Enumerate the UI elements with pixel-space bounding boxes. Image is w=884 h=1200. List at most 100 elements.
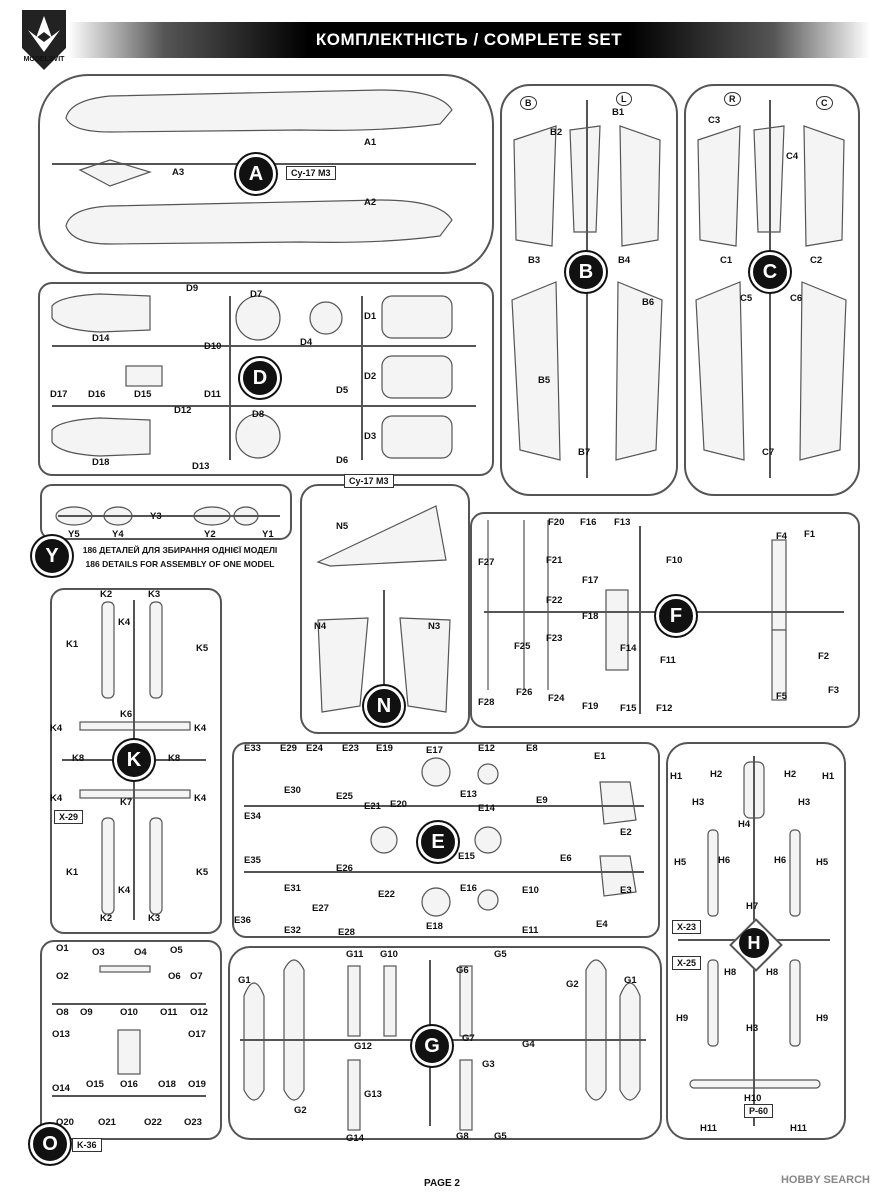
- part-label: H11: [790, 1123, 807, 1134]
- wing-part-c3: [697, 125, 741, 247]
- part-label: O21: [98, 1117, 116, 1128]
- sprue-o-k36-tag: K-36: [72, 1138, 102, 1152]
- part-label: O14: [52, 1083, 70, 1094]
- part-label: F17: [582, 575, 599, 586]
- part-label: F25: [514, 641, 531, 652]
- fuselage-part-a1: [65, 89, 453, 133]
- stab-part-n3: [399, 617, 451, 713]
- missile-part-h6-right: [789, 829, 801, 917]
- part-label: O20: [56, 1117, 74, 1128]
- part-label: K2: [100, 589, 113, 600]
- part-label: E30: [284, 785, 301, 796]
- missile-part-k3-top: [149, 601, 163, 699]
- intake-part-d18: [51, 417, 151, 457]
- part-label: O17: [188, 1029, 206, 1040]
- part-label: D1: [364, 311, 377, 322]
- part-label: C1: [720, 255, 733, 266]
- part-label: A1: [364, 137, 377, 148]
- part-label: G2: [294, 1105, 307, 1116]
- part-label: H8: [766, 967, 779, 978]
- part-label: O1: [56, 943, 69, 954]
- part-label: E12: [478, 743, 495, 754]
- part-label: O3: [92, 947, 105, 958]
- part-label: D11: [204, 389, 221, 400]
- part-label: E20: [390, 799, 407, 810]
- part-label: E22: [378, 889, 395, 900]
- part-label: F18: [582, 611, 599, 622]
- sprue-k-badge: K: [114, 740, 154, 780]
- part-label: Y5: [68, 529, 80, 540]
- part-label: G10: [380, 949, 398, 960]
- sprue-y-frame: [40, 484, 292, 540]
- part-label: O10: [120, 1007, 138, 1018]
- part-label: O23: [184, 1117, 202, 1128]
- part-label: E19: [376, 743, 393, 754]
- part-label: E10: [522, 885, 539, 896]
- part-label: B2: [550, 127, 563, 138]
- page-number: PAGE 2: [424, 1178, 460, 1189]
- part-label: G4: [522, 1039, 535, 1050]
- tank-part-g1-left: [243, 982, 265, 1101]
- pylon-part-f4: [771, 539, 787, 631]
- part-label: Y3: [150, 511, 162, 522]
- part-label: G5: [494, 949, 507, 960]
- sprue-g-badge: G: [412, 1026, 452, 1066]
- part-label: H1: [822, 771, 835, 782]
- part-label: D13: [192, 461, 210, 472]
- intake-part-d14: [51, 293, 151, 333]
- part-label: O12: [190, 1007, 208, 1018]
- part-label: F20: [548, 517, 565, 528]
- part-label: E11: [522, 925, 539, 936]
- part-label: E26: [336, 863, 353, 874]
- part-label: C6: [790, 293, 803, 304]
- part-label: E15: [458, 851, 475, 862]
- part-label: G5: [494, 1131, 507, 1142]
- part-label: K5: [196, 867, 209, 878]
- part-label: B7: [578, 447, 591, 458]
- part-label: B1: [612, 107, 625, 118]
- pylon-part-g6: [459, 965, 473, 1037]
- part-label: G14: [346, 1133, 364, 1144]
- sprue-h-p60-tag: P-60: [744, 1104, 774, 1118]
- part-label: K4: [118, 617, 131, 628]
- part-label: D12: [174, 405, 192, 416]
- part-label: E24: [306, 743, 323, 754]
- part-label: C4: [786, 151, 799, 162]
- part-label: H3: [798, 797, 811, 808]
- details-note-en: 186 DETAILS FOR ASSEMBLY OF ONE MODEL: [85, 559, 275, 569]
- stab-part-n4: [317, 617, 369, 713]
- part-label: H8: [724, 967, 737, 978]
- part-label: O6: [168, 971, 181, 982]
- part-label: E29: [280, 743, 297, 754]
- sprue-f-badge: F: [656, 596, 696, 636]
- part-label: H11: [700, 1123, 717, 1134]
- disc-part-d7: [235, 295, 281, 341]
- sprue-b-mark2: L: [616, 92, 632, 106]
- wheel-part-e12: [477, 763, 499, 785]
- sprue-a-type-tag: Су-17 М3: [286, 166, 336, 180]
- panel-part-f14: [605, 589, 629, 671]
- part-label: E25: [336, 791, 353, 802]
- part-label: H9: [816, 1013, 829, 1024]
- part-label: D15: [134, 389, 152, 400]
- part-label: B3: [528, 255, 541, 266]
- part-label: O8: [56, 1007, 69, 1018]
- part-label: F24: [548, 693, 565, 704]
- part-label: G13: [364, 1089, 382, 1100]
- modelsvit-logo-icon: [22, 10, 66, 70]
- part-label: E2: [620, 827, 632, 838]
- part-label: D4: [300, 337, 313, 348]
- fuselage-part-a2: [65, 199, 453, 245]
- nozzle-part-d3: [381, 415, 453, 459]
- part-label: D18: [92, 457, 110, 468]
- sprue-b-mark: B: [520, 96, 537, 110]
- tank-part-g2-right: [585, 959, 607, 1101]
- wing-part-b5: [511, 281, 561, 461]
- part-label: C3: [708, 115, 721, 126]
- part-label: O15: [86, 1079, 104, 1090]
- part-label: K6: [120, 709, 133, 720]
- wheel-part-e15b: [474, 826, 502, 854]
- strake-part-b1: [569, 125, 601, 233]
- logo-text: MODELSVIT: [23, 56, 65, 63]
